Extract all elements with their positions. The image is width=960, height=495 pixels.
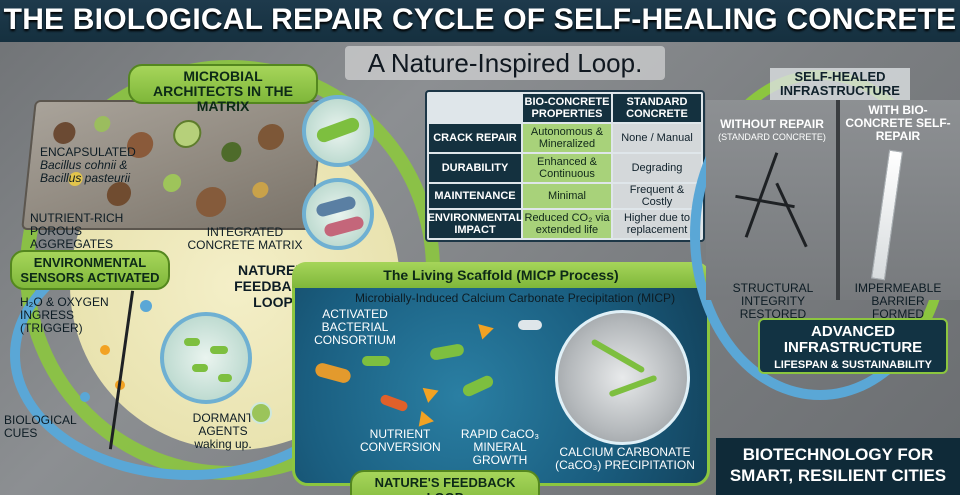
species-label-1: Bacillus cohnii & (40, 158, 128, 172)
page-subtitle: A Nature-Inspired Loop. (345, 46, 665, 80)
panel-divider (836, 100, 840, 300)
table-cell-std: None / Manual (613, 124, 701, 152)
table-row-label: DURABILITY (429, 154, 521, 182)
lifespan-label: LIFESPAN & SUSTAINABILITY (774, 359, 932, 371)
table-cell-std: Higher due to replacement (613, 210, 701, 238)
calcite-crystal (518, 320, 542, 330)
without-repair-label: WITHOUT REPAIR (720, 117, 824, 131)
nutrient-particle (100, 345, 110, 355)
table-header-bio: BIO-CONCRETE PROPERTIES (523, 94, 611, 122)
table-cell-bio: Minimal (523, 184, 611, 208)
table-header-std: STANDARD CONCRETE (613, 94, 701, 122)
with-bio-label: WITH BIO-CONCRETE SELF-REPAIR (845, 103, 951, 143)
table-row-label: CRACK REPAIR (429, 124, 521, 152)
process-arrow-icon (418, 410, 436, 430)
scaffold-title: The Living Scaffold (MICP Process) (292, 262, 710, 288)
bacterium (362, 356, 390, 366)
blue-cycle-arrow (10, 230, 370, 480)
water-molecule (140, 300, 152, 312)
dormant-zoom-circle (160, 312, 252, 404)
comparison-table: BIO-CONCRETE PROPERTIES STANDARD CONCRET… (425, 90, 705, 242)
biotech-footer: BIOTECHNOLOGY FOR SMART, RESILIENT CITIE… (716, 438, 960, 495)
spore-zoom-circle (302, 178, 374, 250)
standard-concrete-sublabel: (STANDARD CONCRETE) (718, 132, 826, 142)
water-particle (80, 392, 90, 402)
species-label-2: Bacillus pasteurii (40, 171, 131, 185)
activated-consortium-label: ACTIVATED BACTERIAL CONSORTIUM (314, 307, 396, 347)
table-row-label: MAINTENANCE (429, 184, 521, 208)
table-cell-bio: Autonomous & Mineralized (523, 124, 611, 152)
page-title: THE BIOLOGICAL REPAIR CYCLE OF SELF-HEAL… (0, 0, 960, 42)
spore-particle (250, 402, 272, 424)
bottom-feedback-loop-label: NATURE'S FEEDBACK LOOP (350, 470, 540, 495)
biological-cues-label: BIOLOGICAL CUES (4, 413, 77, 440)
ingress-label: H₂O & OXYGEN INGRESS (TRIGGER) (20, 295, 109, 335)
table-cell-std: Frequent & Costly (613, 184, 701, 208)
bacteria-zoom-circle (302, 95, 374, 167)
structural-integrity-label: STRUCTURAL INTEGRITY RESTORED (732, 281, 814, 321)
self-healed-heading: SELF-HEALED INFRASTRUCTURE (770, 68, 910, 100)
micp-subtitle: Microbially-Induced Calcium Carbonate Pr… (354, 291, 676, 305)
nutrient-conversion-label: NUTRIENT CONVERSION (360, 427, 441, 454)
impermeable-barrier-label: IMPERMEABLE BARRIER FORMED (854, 281, 942, 321)
advanced-infrastructure-label: ADVANCED INFRASTRUCTURE (783, 323, 923, 356)
table-cell-bio: Enhanced & Continuous (523, 154, 611, 182)
integrated-matrix-label: INTEGRATED CONCRETE MATRIX (187, 225, 303, 252)
calcium-carbonate-label: CALCIUM CARBONATE (CaCO₃) PRECIPITATION (555, 445, 695, 472)
micp-zoom-circle (555, 310, 690, 445)
environmental-sensors-label: ENVIRONMENTAL SENSORS ACTIVATED (10, 250, 170, 290)
dormant-agents-label: DORMANT AGENTS waking up. (192, 411, 254, 451)
advanced-infrastructure-badge: ADVANCED INFRASTRUCTURE LIFESPAN & SUSTA… (758, 318, 948, 374)
nutrient-rich-label: NUTRIENT-RICH POROUS AGGREGATES (30, 211, 124, 251)
microbial-architects-label: MICROBIAL ARCHITECTS IN THE MATRIX (128, 64, 318, 114)
table-cell-std: Degrading (613, 154, 701, 182)
rapid-growth-label: RAPID CaCO₃ MINERAL GROWTH (460, 427, 540, 467)
table-cell-bio: Reduced CO₂ via extended life (523, 210, 611, 238)
encapsulated-label: ENCAPSULATED (40, 145, 136, 159)
table-row-label: ENVIRONMENTAL IMPACT (427, 210, 523, 238)
